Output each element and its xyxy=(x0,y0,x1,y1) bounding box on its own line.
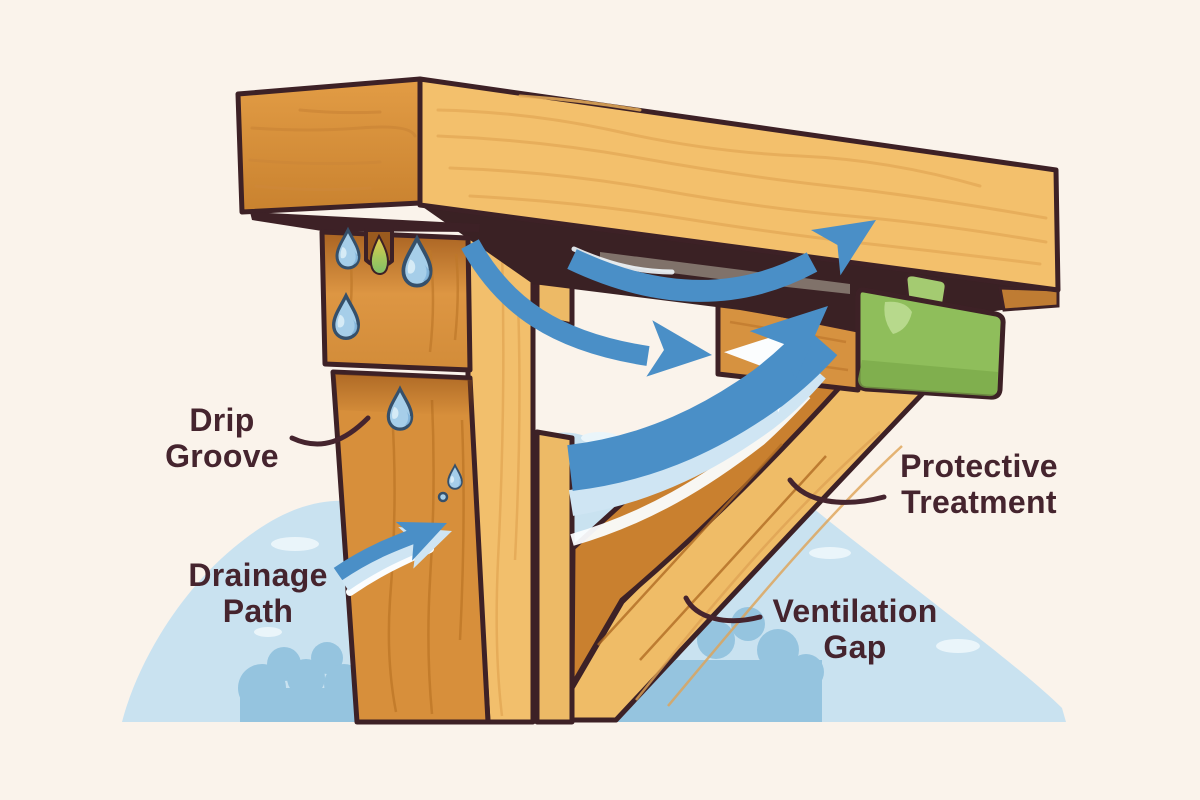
label-ventilation-gap: Ventilation Gap xyxy=(772,593,937,665)
label-line: Ventilation xyxy=(772,593,938,629)
groove-drip xyxy=(369,233,389,275)
airflow-arrow-brace xyxy=(567,280,851,546)
post-grain xyxy=(387,399,465,715)
airflow-arrow-post xyxy=(461,239,715,384)
beam-grain xyxy=(436,94,1048,266)
label-line: Drip xyxy=(189,402,255,438)
label-line: Path xyxy=(222,593,294,629)
label-line: Treatment xyxy=(901,484,1057,520)
label-drip-groove: Drip Groove xyxy=(165,402,279,474)
airflow-arrows xyxy=(333,197,891,596)
rear-plank xyxy=(534,216,575,725)
leader-drip-groove xyxy=(289,415,371,447)
label-line: Drainage xyxy=(188,557,328,593)
water-drops xyxy=(332,228,463,503)
leader-protective-treatment xyxy=(787,477,887,505)
label-line: Gap xyxy=(823,629,887,665)
blob-highlights xyxy=(254,432,980,653)
label-line: Groove xyxy=(165,438,279,474)
drip-groove-block xyxy=(250,212,480,373)
top-beam xyxy=(235,76,1061,293)
label-line: Protective xyxy=(900,448,1058,484)
drainage-path-arrow xyxy=(333,503,460,596)
water-droplet-dot xyxy=(437,491,449,503)
leader-ventilation-gap xyxy=(683,595,763,624)
protective-treatment-patch xyxy=(855,273,1006,400)
label-drainage-path: Drainage Path xyxy=(188,557,327,629)
beam-end-grain xyxy=(248,108,417,192)
label-protective-treatment: Protective Treatment xyxy=(900,448,1058,520)
airflow-arrow-gap xyxy=(567,197,891,302)
drip-edge-lip xyxy=(250,212,480,232)
leader-lines xyxy=(289,415,887,624)
